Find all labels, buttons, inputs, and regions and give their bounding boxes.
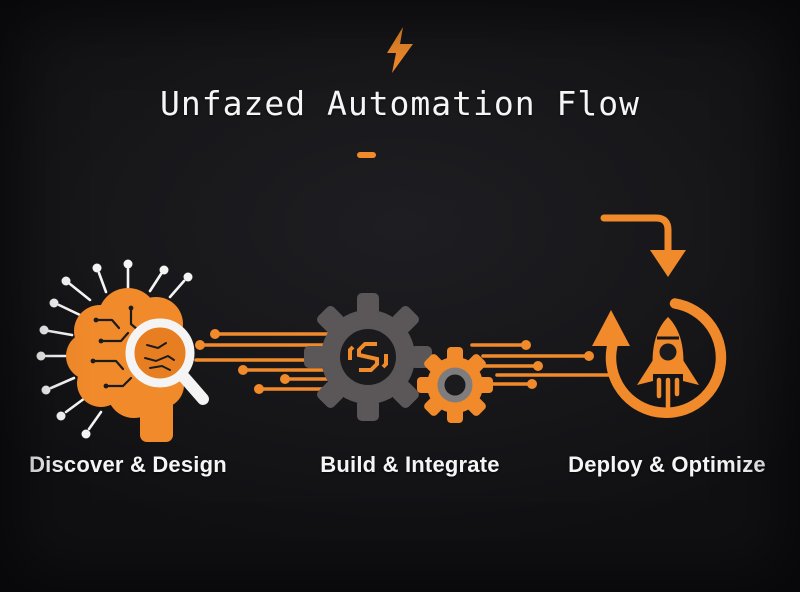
- header: [0, 27, 800, 73]
- title-underline-dash: [357, 152, 376, 158]
- stage-label-discover-design: Discover & Design: [29, 452, 227, 477]
- rocket-cycle-icon: [592, 214, 727, 418]
- flow-diagram: [36, 214, 727, 442]
- gears-icon: [304, 293, 493, 423]
- cycle-arrow-icon: [592, 298, 727, 418]
- magnifier-icon: [125, 318, 209, 405]
- circuit-lines-right: [470, 340, 616, 389]
- brain-inner-trace-dots: [90, 305, 134, 389]
- lightning-bolt-icon: [387, 27, 413, 73]
- hex-s-logo-icon: [348, 342, 388, 372]
- brain-circuit-nodes: [36, 259, 193, 439]
- small-gear-icon: [417, 347, 493, 423]
- page-title: Unfazed Automation Flow: [160, 84, 640, 123]
- brain-circuit-magnifier-icon: [36, 259, 209, 442]
- elbow-arrow-icon: [600, 214, 686, 277]
- stage-label-build-integrate: Build & Integrate: [320, 452, 500, 477]
- brain-circuit-stems: [44, 267, 186, 431]
- large-gear-icon: [304, 293, 432, 421]
- rocket-icon: [637, 317, 699, 411]
- stage-label-deploy-optimize: Deploy & Optimize: [568, 452, 766, 477]
